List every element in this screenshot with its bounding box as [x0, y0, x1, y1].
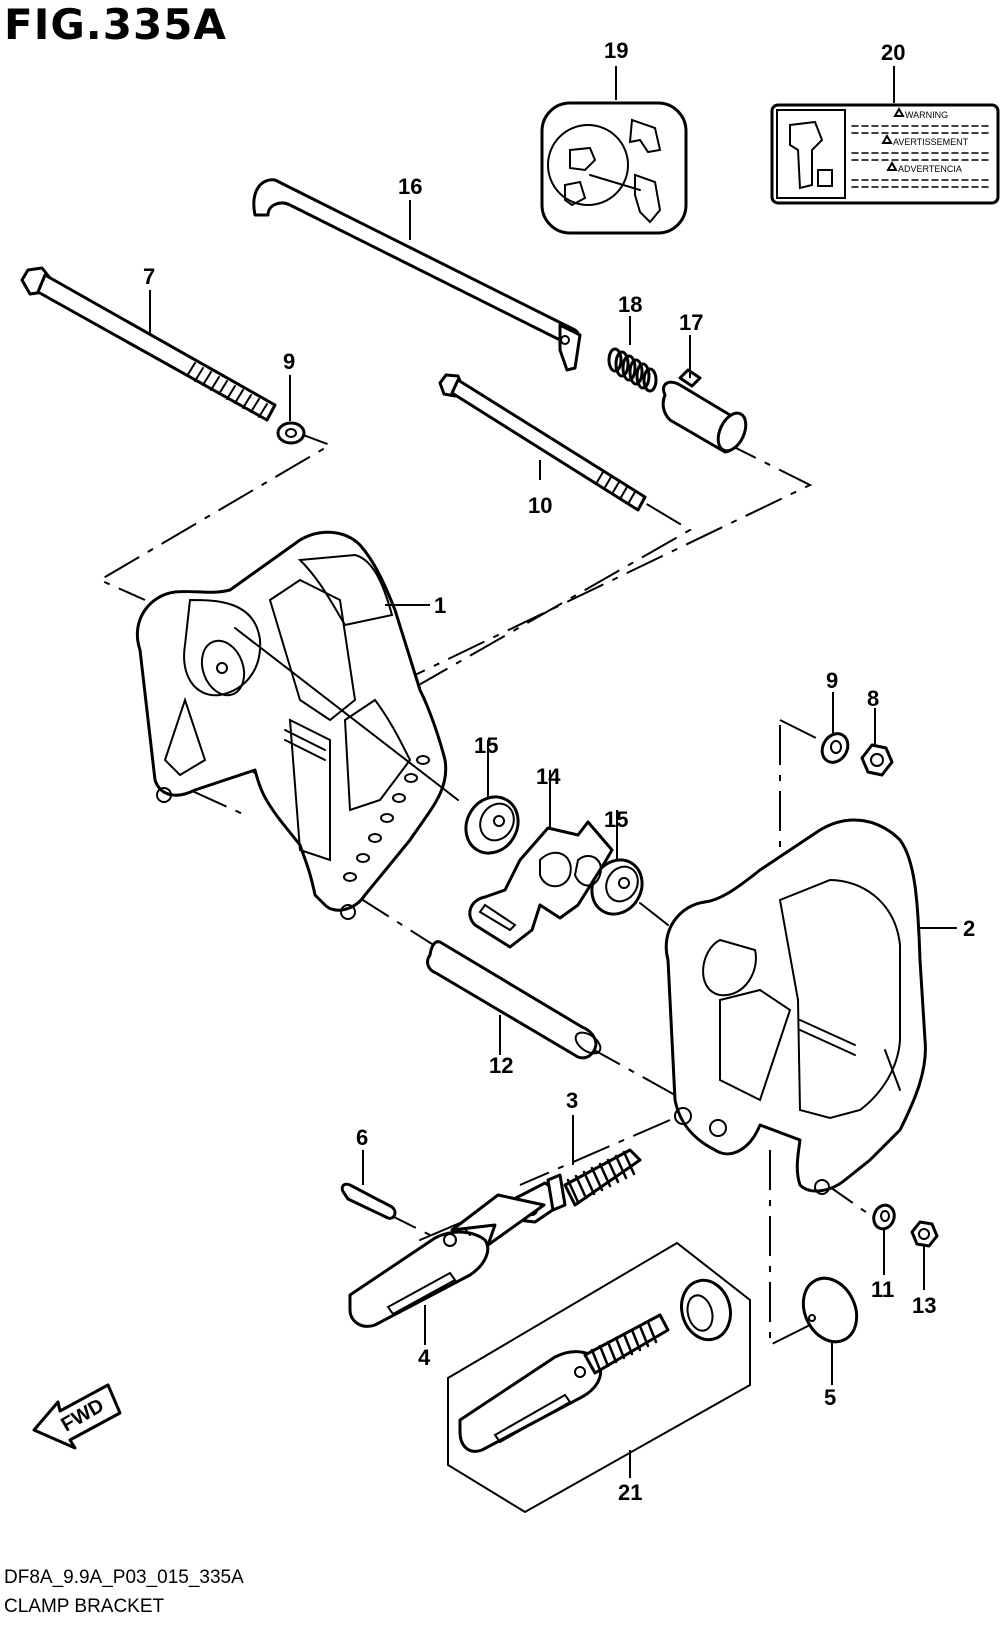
part-21-screw-assembly [447, 1241, 751, 1514]
warning-label-text-es: ADVERTENCIA [898, 164, 962, 174]
fwd-direction-arrow: FWD [32, 1383, 122, 1450]
part-1-clamp-bracket-left [135, 530, 459, 920]
callout-20: 20 [881, 40, 905, 65]
part-12-tube [426, 940, 602, 1060]
part-10-bolt [438, 373, 647, 512]
callout-15-left: 15 [474, 733, 498, 758]
part-2-clamp-bracket-right [664, 818, 927, 1195]
callout-21: 21 [618, 1480, 642, 1505]
part-13-nut [910, 1220, 939, 1248]
callout-7: 7 [143, 264, 155, 289]
callout-9-right: 9 [826, 668, 838, 693]
part-20-warning-label: WARNING AVERTISSEMENT ADVERTENCIA [770, 103, 1000, 205]
callout-4: 4 [418, 1345, 431, 1370]
figure-code: DF8A_9.9A_P03_015_335A [4, 1567, 244, 1588]
callout-8: 8 [867, 686, 879, 711]
callout-19: 19 [604, 38, 628, 63]
callout-5: 5 [824, 1385, 836, 1410]
callout-1: 1 [434, 593, 446, 618]
callout-numbers: 19 20 16 7 9 18 17 10 1 15 14 15 9 8 2 1… [143, 38, 975, 1505]
part-15-bushing-a [464, 795, 520, 855]
callout-2: 2 [963, 916, 975, 941]
figure-name: CLAMP BRACKET [4, 1596, 165, 1617]
part-4-handle [348, 1193, 546, 1328]
part-9-washer [276, 421, 306, 445]
part-6-pin [340, 1182, 397, 1220]
callout-11: 11 [871, 1277, 894, 1302]
part-17-collar [661, 368, 748, 454]
callout-14: 14 [536, 764, 561, 789]
part-16-tilt-lever-rod [252, 178, 582, 372]
callout-18: 18 [618, 292, 642, 317]
callout-16: 16 [398, 174, 422, 199]
part-8-nut [860, 743, 894, 777]
callout-3: 3 [566, 1088, 578, 1113]
leader-lines [149, 66, 957, 1478]
callout-10: 10 [528, 493, 552, 518]
part-19-sticker [540, 101, 688, 235]
warning-label-text-fr: AVERTISSEMENT [893, 137, 969, 147]
warning-label-text-en: WARNING [905, 110, 948, 120]
callout-6: 6 [356, 1125, 368, 1150]
callout-13: 13 [912, 1293, 936, 1318]
part-11-washer [872, 1203, 896, 1231]
callout-17: 17 [679, 310, 703, 335]
callout-15-right: 15 [604, 807, 628, 832]
part-7-through-bolt [20, 266, 277, 422]
part-14-tilt-lock-plate [468, 820, 614, 949]
figure-title: FIG.335A [4, 0, 227, 49]
callout-9-top: 9 [283, 349, 295, 374]
part-5-pad [801, 1276, 859, 1344]
part-9-washer-right [820, 732, 850, 764]
part-18-spring [607, 347, 658, 393]
callout-12: 12 [489, 1053, 513, 1078]
